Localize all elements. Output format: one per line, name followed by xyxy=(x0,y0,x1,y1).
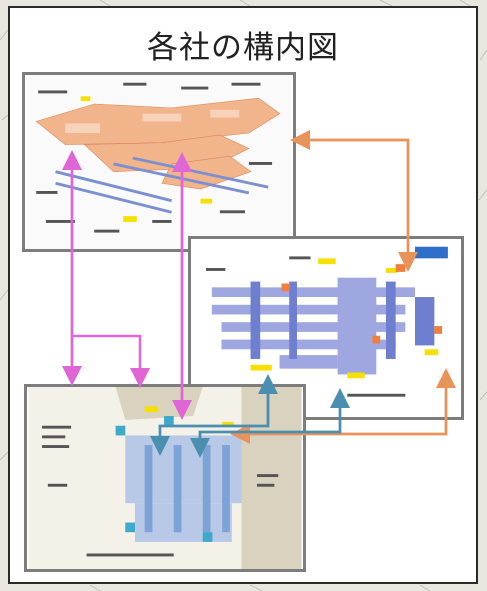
station-map-c-image xyxy=(28,387,302,569)
station-map-company-c xyxy=(24,384,306,572)
station-map-company-a xyxy=(22,72,296,252)
page-title: 各社の構内図 xyxy=(147,30,339,66)
station-map-a-image xyxy=(26,75,292,249)
